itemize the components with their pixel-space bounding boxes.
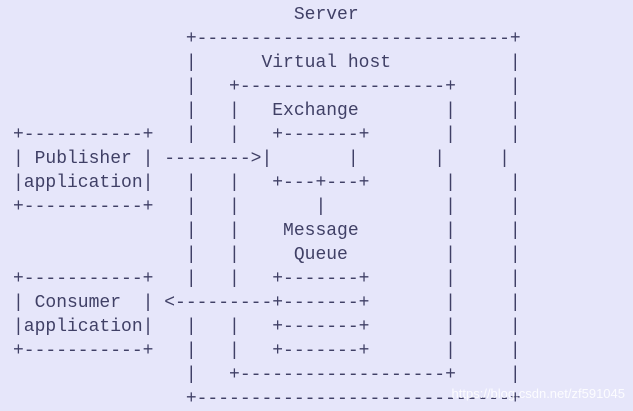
diagram-line: | Publisher | -------->| | | | [13,149,510,169]
diagram-line: | | Message | | [13,221,521,241]
diagram-line: +-----------+ | | +-------+ | | [13,125,521,145]
diagram-line: | Consumer | <---------+-------+ | | [13,293,521,313]
watermark-url: https://blog.csdn.net/zf591045 [451,386,625,401]
diagram-line: +-----------+ | | | | | [13,197,521,217]
diagram-line: | +-------------------+ | [13,365,521,385]
diagram-line: +-----------------------------+ [13,389,521,409]
diagram-line: +-----------+ | | +-------+ | | [13,269,521,289]
diagram-line: | | Queue | | [13,245,521,265]
diagram-line: | | Exchange | | [13,101,521,121]
diagram-line: +-----------+ | | +-------+ | | [13,341,521,361]
diagram-line: |application| | | +---+---+ | | [13,173,521,193]
diagram-line: |application| | | +-------+ | | [13,317,521,337]
diagram-line: +-----------------------------+ [13,29,521,49]
diagram-line: | +-------------------+ | [13,77,521,97]
diagram-line: Server [13,5,359,25]
diagram-line: | Virtual host | [13,53,521,73]
